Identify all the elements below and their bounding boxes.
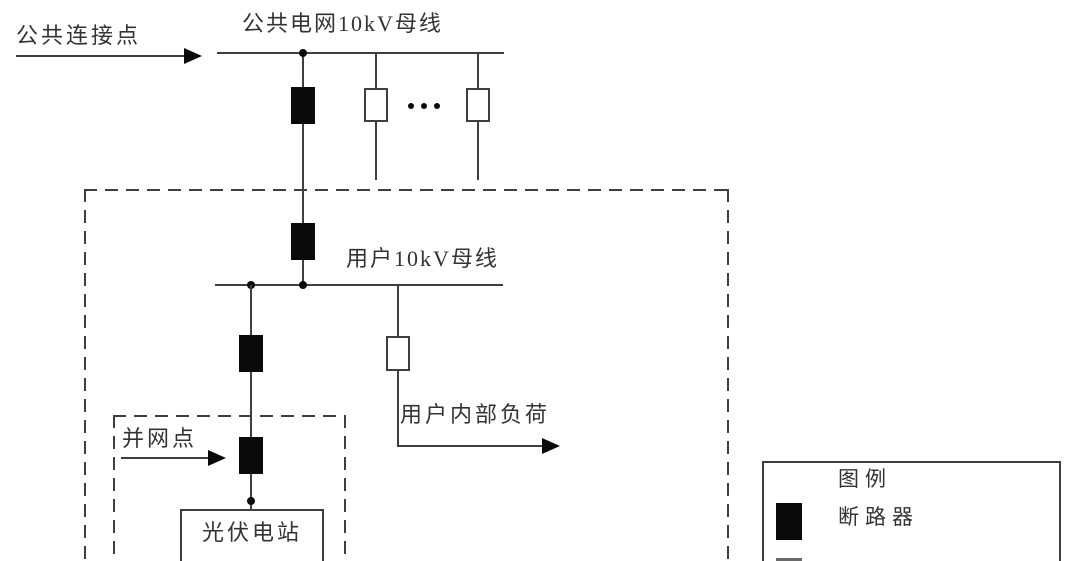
user-boundary-dashed-right	[727, 189, 729, 561]
pv-station-label: 光伏电站	[201, 520, 302, 545]
feeder-switch-symbol-2	[466, 88, 490, 122]
junction-dot	[247, 497, 255, 505]
poc-dashed-right	[344, 415, 346, 561]
pcc-label: 公共连接点	[16, 23, 142, 48]
junction-dot	[299, 281, 307, 289]
poc-arrow-right-icon	[208, 450, 226, 466]
pv-station-box: 光伏电站	[180, 509, 324, 561]
feeder-switch-symbol-1	[364, 88, 388, 122]
pcc-arrow-right-icon	[184, 48, 202, 64]
legend-title: 图例	[838, 467, 892, 491]
legend-item-label: 断路器	[838, 505, 919, 529]
breaker-symbol-user-incomer	[291, 223, 315, 260]
user-boundary-dashed-left	[84, 189, 86, 561]
breaker-symbol-pv-feeder	[239, 335, 263, 372]
legend-breaker-symbol	[776, 503, 802, 540]
load-arrow-line	[397, 445, 545, 447]
junction-dot	[299, 49, 307, 57]
breaker-symbol-grid	[291, 87, 315, 124]
load-arrow-right-icon	[542, 438, 560, 454]
poc-label: 并网点	[122, 426, 198, 451]
pv-branch-line	[250, 285, 252, 510]
poc-arrow-line	[121, 457, 210, 459]
poc-dashed-top	[113, 415, 346, 417]
main-incomer-line	[302, 53, 304, 285]
user-bus-label: 用户10kV母线	[346, 246, 499, 271]
breaker-symbol-poc	[239, 437, 263, 474]
pcc-arrow-line	[16, 55, 186, 57]
public-busbar	[217, 52, 504, 54]
public-bus-label: 公共电网10kV母线	[242, 11, 443, 36]
legend-box	[762, 461, 1061, 561]
legend-partial-symbol	[776, 558, 802, 561]
internal-load-label: 用户内部负荷	[400, 402, 551, 427]
poc-dashed-left	[113, 415, 115, 561]
load-switch-symbol	[386, 336, 410, 371]
user-boundary-dashed-top	[84, 189, 729, 191]
user-busbar	[215, 284, 503, 286]
